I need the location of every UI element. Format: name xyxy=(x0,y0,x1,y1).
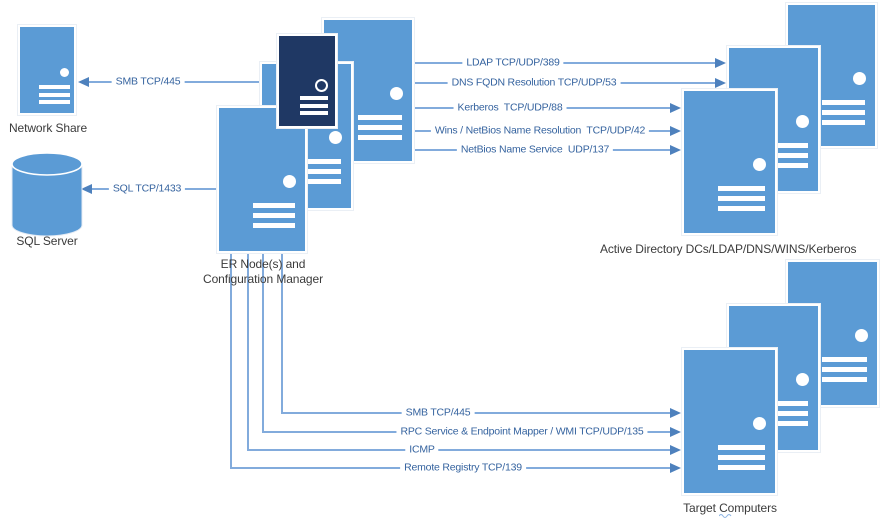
edge-wins-arrowhead-icon xyxy=(670,126,681,136)
server-led-dot xyxy=(60,68,69,77)
server-slot-line xyxy=(253,223,295,228)
server-slot-line xyxy=(763,143,808,148)
server-slot-line xyxy=(763,421,808,426)
server-slot-line xyxy=(763,163,808,168)
edge-ldap-line xyxy=(414,62,716,64)
server-slot-line xyxy=(39,93,70,97)
target-computers-label: Target Computers xyxy=(683,501,777,515)
ad-server-front-icon xyxy=(681,88,778,236)
er-nodes-label: ER Node(s) and Configuration Manager xyxy=(150,257,376,287)
edge-smb-target-arrowhead-icon xyxy=(670,408,681,418)
server-slot-line xyxy=(822,367,867,372)
server-slot-line xyxy=(763,401,808,406)
database-cylinder-icon xyxy=(11,152,83,237)
network-share-server-icon xyxy=(17,24,77,116)
server-slot-line xyxy=(718,465,765,470)
server-slot-line xyxy=(253,213,295,218)
edge-smb-share-arrowhead-icon xyxy=(78,77,89,87)
edge-icmp-line xyxy=(247,449,671,451)
server-led-dot xyxy=(753,158,766,171)
server-slot-line xyxy=(822,100,865,105)
server-led-dot xyxy=(390,87,403,100)
edge-smb-target-line-vertical xyxy=(281,251,283,413)
edge-dns-arrowhead-icon xyxy=(715,78,726,88)
sql-server-label: SQL Server xyxy=(16,234,78,248)
target-server-front-icon xyxy=(681,347,778,496)
edge-icmp-line-vertical xyxy=(247,251,249,451)
server-slot-line xyxy=(718,206,765,211)
edge-dns-label: DNS FQDN Resolution TCP/UDP/53 xyxy=(447,76,621,90)
edge-ldap-label: LDAP TCP/UDP/389 xyxy=(462,56,564,70)
server-slot-line xyxy=(296,179,341,184)
er-nodes-label-line1: ER Node(s) and xyxy=(220,257,306,271)
server-slot-line xyxy=(39,85,70,89)
server-slot-line xyxy=(822,377,867,382)
edge-smb-share-label: SMB TCP/445 xyxy=(111,75,185,89)
edge-kerberos-label: Kerberos TCP/UDP/88 xyxy=(453,101,567,115)
edge-sql-arrowhead-icon xyxy=(81,184,92,194)
server-slot-line xyxy=(296,169,341,174)
server-led-dot xyxy=(329,131,342,144)
server-slot-line xyxy=(718,445,765,450)
server-slot-line xyxy=(718,186,765,191)
server-slot-line xyxy=(822,110,865,115)
edge-remote-registry-line-vertical xyxy=(230,251,232,469)
edge-netbios-arrowhead-icon xyxy=(670,145,681,155)
edge-rpc-arrowhead-icon xyxy=(670,427,681,437)
server-slot-line xyxy=(300,104,328,108)
network-share-label: Network Share xyxy=(8,121,88,135)
edge-icmp-arrowhead-icon xyxy=(670,445,681,455)
server-led-dot xyxy=(796,115,809,128)
edge-netbios-label: NetBios Name Service UDP/137 xyxy=(456,143,614,157)
server-led-dot xyxy=(753,417,766,430)
server-led-ring xyxy=(315,79,328,92)
edge-rpc-line-vertical xyxy=(262,251,264,433)
server-slot-line xyxy=(822,357,867,362)
server-slot-line xyxy=(763,411,808,416)
server-slot-line xyxy=(300,96,328,100)
server-slot-line xyxy=(358,125,402,130)
server-led-dot xyxy=(796,373,809,386)
er-nodes-label-line2: Configuration Manager xyxy=(203,272,323,286)
er-stack-server-front-icon xyxy=(216,105,308,254)
server-slot-line xyxy=(253,203,295,208)
active-directory-label: Active Directory DCs/LDAP/DNS/WINS/Kerbe… xyxy=(600,242,857,256)
server-led-dot xyxy=(855,329,868,342)
server-slot-line xyxy=(718,196,765,201)
server-slot-line xyxy=(822,120,865,125)
edge-wins-label: Wins / NetBios Name Resolution TCP/UDP/4… xyxy=(430,124,650,138)
server-led-dot xyxy=(853,72,866,85)
server-slot-line xyxy=(358,135,402,140)
edge-remote-registry-label: Remote Registry TCP/139 xyxy=(400,461,526,475)
server-slot-line xyxy=(39,100,70,104)
server-led-dot xyxy=(283,175,296,188)
server-slot-line xyxy=(718,455,765,460)
edge-sql-label: SQL TCP/1433 xyxy=(108,182,186,196)
edge-smb-target-line xyxy=(281,412,671,414)
server-slot-line xyxy=(296,159,341,164)
server-slot-line xyxy=(300,111,328,115)
spellcheck-squiggle-icon xyxy=(719,514,732,518)
edge-kerberos-arrowhead-icon xyxy=(670,103,681,113)
edge-rpc-label: RPC Service & Endpoint Mapper / WMI TCP/… xyxy=(396,425,648,439)
er-stack-server-dark-icon xyxy=(276,33,338,129)
edge-smb-target-label: SMB TCP/445 xyxy=(401,406,475,420)
edge-icmp-label: ICMP xyxy=(405,443,439,457)
edge-remote-registry-arrowhead-icon xyxy=(670,463,681,473)
server-slot-line xyxy=(763,153,808,158)
edge-ldap-arrowhead-icon xyxy=(715,58,726,68)
server-slot-line xyxy=(358,115,402,120)
